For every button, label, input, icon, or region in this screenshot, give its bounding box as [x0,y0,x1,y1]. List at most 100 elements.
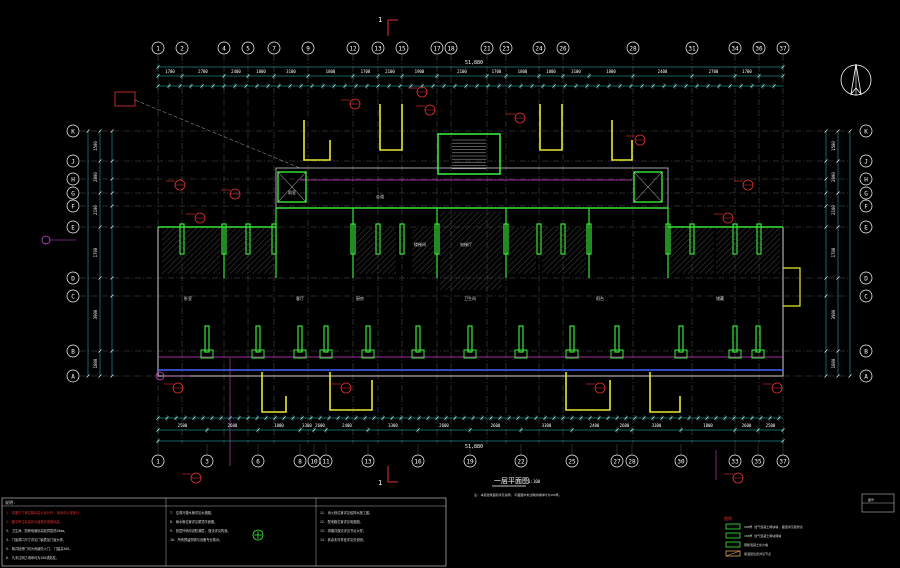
axis-bubble-col-9: 9 [301,41,315,55]
room-label: 走道 [376,193,384,199]
dimension-label: 3100 [286,69,296,74]
axis-bubble-label: 35 [754,459,762,466]
axis-bubble-label: A [864,374,868,381]
dimension-label: 2600 [491,423,501,428]
note-item: 2. 图中所注标高均为建筑完成面标高。 [6,519,63,524]
window-opening [674,349,688,359]
note-item: 8. 雨水管位置详见屋顶平面图。 [170,519,217,524]
legend-title: 图例 [724,515,732,521]
section-marker-top: 1 [378,16,398,36]
axis-bubble-label: B [864,349,868,356]
axis-bubble-label: 11 [322,459,330,466]
detail-tag [221,188,241,200]
axis-bubble-label: 10 [310,459,318,466]
axis-bubble-label: E [71,225,75,232]
axis-bubble-col-7: 7 [267,41,281,55]
axis-bubble-col-17: 17 [430,41,444,55]
dimension-label: 1900 [415,69,425,74]
axis-bubble-label: 15 [398,46,406,53]
axis-bubble-label: J [864,159,868,166]
shear-wall-stub [569,325,575,353]
axis-bubble-col-bottom-3: 3 [200,444,214,468]
axis-bubble-row-right-K: K [859,124,873,138]
window-opening [411,349,425,359]
axis-bubble-col-21: 21 [480,41,494,55]
axis-bubble-label: D [864,276,868,283]
dimension-label: 2400 [590,423,600,428]
shear-wall-stub [415,325,421,353]
detail-tag [626,134,646,146]
dimension-label: 2700 [709,69,719,74]
axis-bubble-label: E [864,225,868,232]
axis-bubble-label: H [71,177,75,184]
axis-bubble-label: G [71,191,75,198]
axis-bubble-label: 13 [374,46,382,53]
axis-bubble-label: 28 [628,459,636,466]
window-opening [728,349,742,359]
window-opening [565,349,579,359]
hatched-room [716,228,780,274]
axis-bubble-label: 22 [517,459,525,466]
axis-bubble-label: 23 [502,46,510,53]
axis-bubble-col-bottom-11: 11 [319,444,333,468]
room-label: 电梯厅 [460,241,472,247]
elevator-shaft-left [277,171,307,203]
detail-tag [408,86,428,98]
room-label: 楼梯间 [414,241,426,247]
wall-segment [539,104,563,151]
detail-tag [763,382,783,394]
axis-bubble-row-right-B: B [859,344,873,358]
axis-bubble-label: 33 [731,459,739,466]
detail-tag [714,212,734,224]
axis-bubble-label: 9 [306,46,310,53]
room-label: 卧室 [184,295,192,301]
hatched-room [162,228,220,274]
dimension-label-vertical: 2000 [831,172,836,182]
axis-bubble-label: 26 [559,46,567,53]
axis-bubble-label: 27 [613,459,621,466]
axis-bubble-col-34: 34 [728,41,742,55]
note-item: 6. 凡未注明之墙垛均为100或贴柱。 [6,555,59,560]
axis-bubble-col-bottom-19: 19 [463,444,477,468]
axis-bubble-col-bottom-22: 22 [514,444,528,468]
dimension-label: 2600 [620,423,630,428]
legend-label: 保温层位置详见节点 [744,551,771,556]
hatched-room [670,228,714,274]
detail-tag [724,472,744,484]
dimension-label-vertical: 1500 [93,141,98,151]
detail-tag [734,179,754,191]
window-opening [463,349,477,359]
axis-bubble-label: 24 [535,46,543,53]
note-item: 14. 其余未尽事宜详见总说明。 [320,537,366,542]
dimension-label: 1800 [606,69,616,74]
shear-wall-stub [536,223,542,255]
note-item: 3. 卫生间、厨房地面标高较同层低20mm。 [6,528,67,533]
callout-leader [114,91,301,169]
axis-bubble-label: 6 [256,459,260,466]
dimension-label: 1800 [274,423,284,428]
axis-bubble-label: F [864,204,868,211]
shear-wall-stub [297,325,303,353]
dimension-label: 3300 [388,423,398,428]
grade-stamp-icon [252,529,264,541]
window-opening [200,349,214,359]
axis-bubble-label: 31 [688,46,696,53]
axis-bubble-col-bottom-30: 30 [674,444,688,468]
legend-label: 200厚 加气混凝土砌块墙, 面层详见装修表 [744,524,803,529]
axis-bubble-label: 12 [349,46,357,53]
wall-segment [303,120,331,161]
room-label: 客厅 [296,295,304,301]
room-label: 阳台 [596,295,604,301]
wall-segment [329,372,373,411]
hatched-room [412,228,436,274]
wall-segment [611,120,633,161]
stair-core-wall [437,133,501,175]
notes-middle-column: 7. 空调冷凝水管详见水施图。8. 雨水管位置详见屋顶平面图。9. 首层外墙均设… [170,510,231,542]
axis-bubble-col-37: 37 [776,41,790,55]
window-opening [610,349,624,359]
note-item: 11. 消火栓位置详见给排水施工图。 [320,510,372,515]
wall-segment [649,372,681,413]
